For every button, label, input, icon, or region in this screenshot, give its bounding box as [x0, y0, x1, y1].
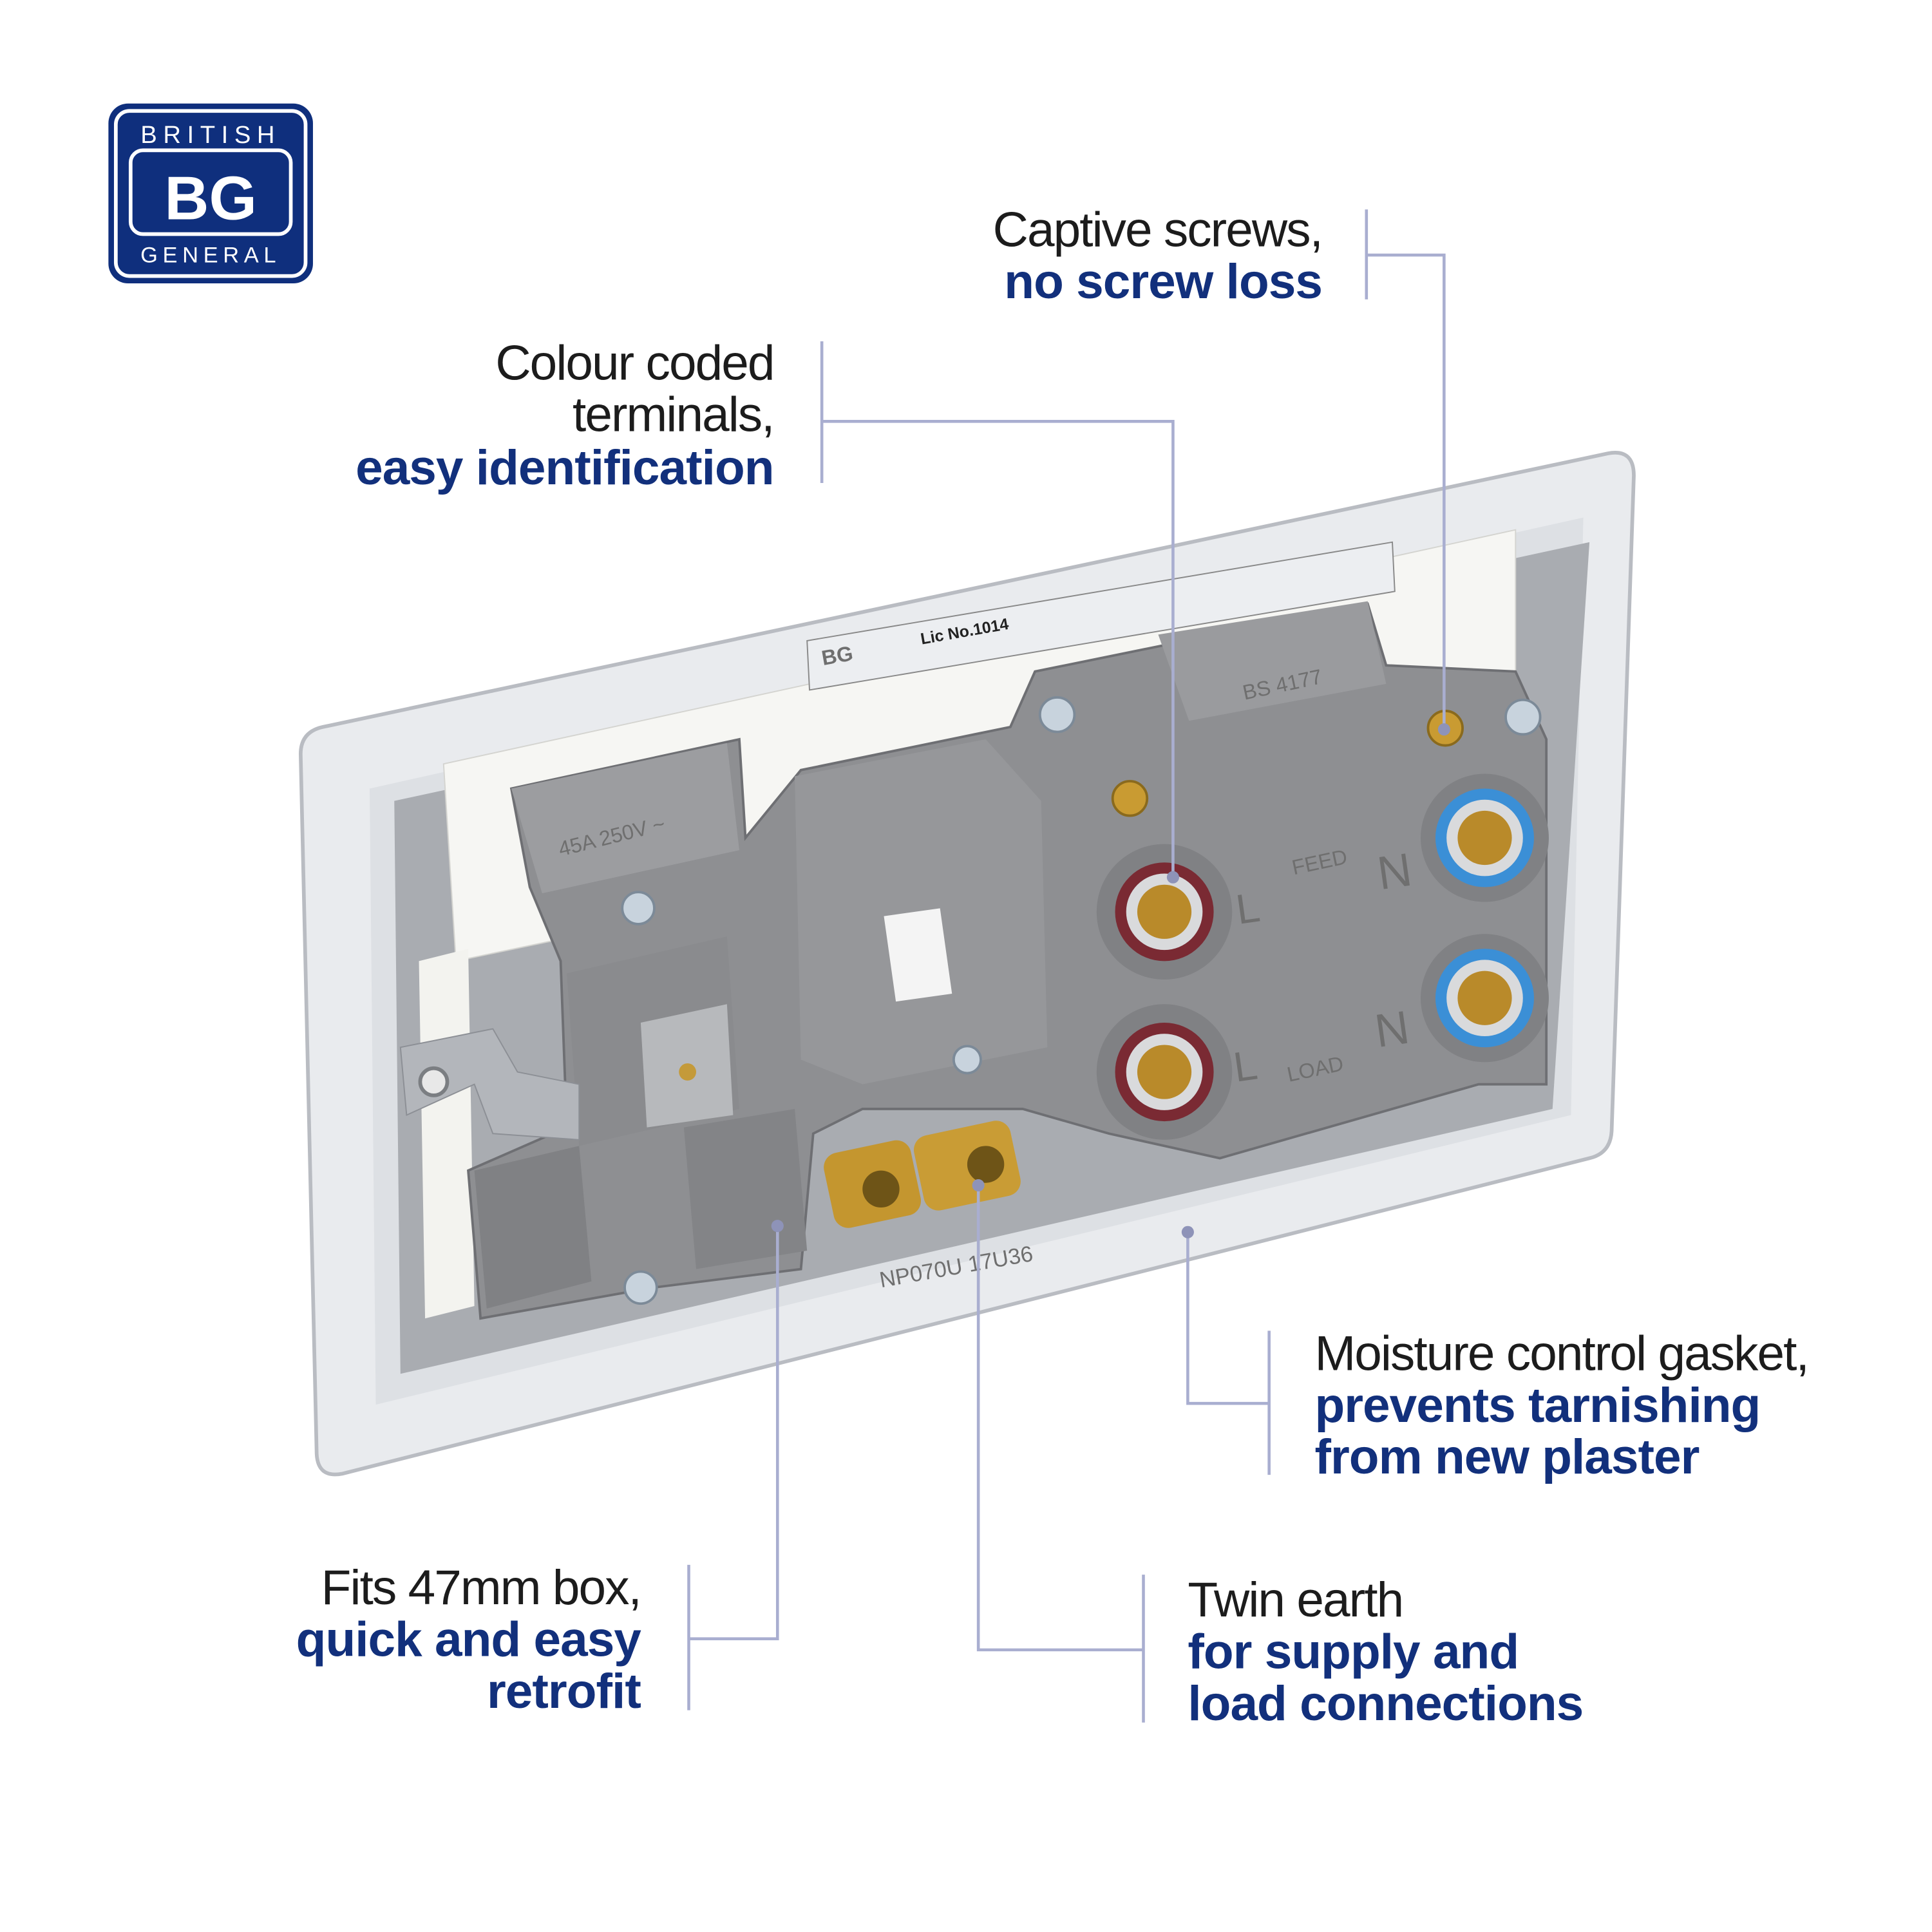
- callout-heading: Captive screws,: [993, 203, 1322, 258]
- callout-captive-screws: Captive screws, no screw loss: [993, 203, 1323, 309]
- callout-benefit: easy identification: [355, 440, 773, 495]
- brass-screws: [1111, 710, 1464, 817]
- weee-label: [884, 908, 952, 1002]
- callout-twin-earth: Twin earth for supply and load connectio…: [1188, 1573, 1584, 1731]
- twin-earth-terminals: [824, 1121, 1021, 1228]
- callout-benefit: from new plaster: [1314, 1430, 1699, 1484]
- callout-heading: Fits 47mm box,: [321, 1560, 641, 1615]
- logo-mark: BG: [164, 164, 256, 233]
- neutral-terminal-load: [1420, 934, 1549, 1063]
- leader-lines: [687, 209, 1446, 1723]
- callout-heading: Colour coded: [495, 336, 773, 390]
- live-terminal-feed: [1096, 844, 1233, 980]
- logo-bottom-text: GENERAL: [140, 243, 281, 268]
- callout-benefit: for supply and: [1188, 1625, 1519, 1680]
- callout-heading: terminals,: [573, 388, 774, 442]
- callout-colour-coded: Colour coded terminals, easy identificat…: [355, 336, 775, 495]
- callout-benefit: load connections: [1188, 1676, 1583, 1731]
- callout-heading: Moisture control gasket,: [1314, 1327, 1808, 1381]
- logo-top-text: BRITISH: [140, 121, 281, 149]
- callout-benefit: quick and easy: [296, 1612, 642, 1667]
- callout-moisture-gasket: Moisture control gasket, prevents tarnis…: [1314, 1327, 1809, 1485]
- live-terminal-load: [1096, 1004, 1233, 1140]
- captive-screws: [621, 696, 1542, 1305]
- neutral-marking-feed: N: [1374, 844, 1415, 900]
- british-general-logo: BRITISH BG GENERAL: [108, 103, 313, 284]
- label-brand: BG: [820, 641, 855, 670]
- cooker-switch-product: BG Lic No.1014 45A 250V ~ BS 4177: [298, 451, 1636, 1477]
- callout-heading: Twin earth: [1188, 1573, 1403, 1627]
- callout-benefit: no screw loss: [1004, 254, 1322, 309]
- label-strip: [806, 541, 1396, 691]
- callout-benefit: prevents tarnishing: [1314, 1378, 1760, 1433]
- callout-benefit: retrofit: [487, 1664, 641, 1719]
- neutral-terminal-feed: [1420, 773, 1549, 902]
- neutral-marking-load: N: [1372, 1001, 1412, 1058]
- callout-fits-47mm: Fits 47mm box, quick and easy retrofit: [296, 1560, 643, 1719]
- earth-bracket: [399, 1028, 580, 1141]
